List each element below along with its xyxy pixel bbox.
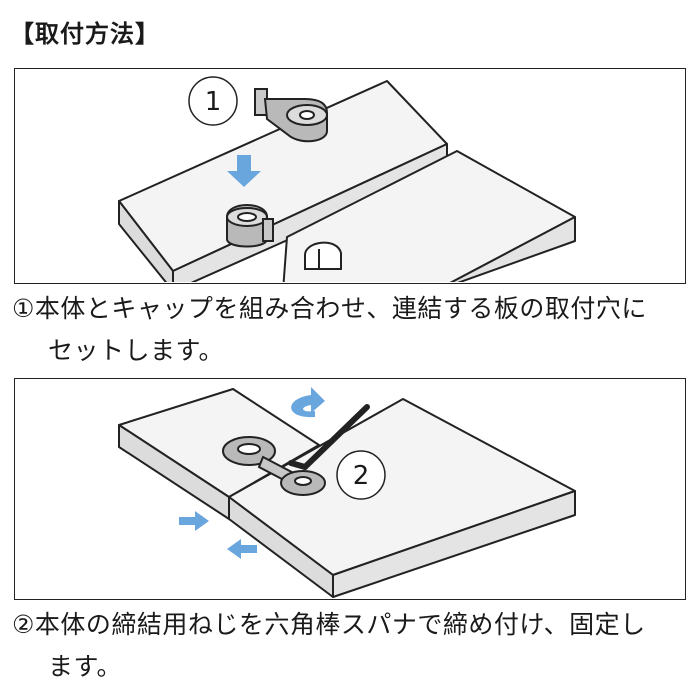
step2-caption: ②本体の締結用ねじを六角棒スパナで締め付け、固定し ます。 — [12, 604, 692, 688]
mounting-hole — [305, 243, 341, 269]
push-arrow-upper — [179, 511, 209, 531]
svg-text:2: 2 — [353, 461, 370, 491]
step1-diagram: 1 — [15, 69, 684, 282]
step1-caption-line2: セットします。 — [12, 330, 692, 372]
svg-text:1: 1 — [205, 87, 222, 117]
connector-cap — [255, 89, 327, 141]
step1-caption: ①本体とキャップを組み合わせ、連結する板の取付穴に セットします。 — [12, 288, 692, 372]
connector-body — [227, 205, 273, 247]
step1-number-badge: 1 — [189, 77, 237, 125]
step2-caption-line2: ます。 — [12, 646, 692, 688]
section-title: 【取付方法】 — [10, 14, 160, 49]
step2-caption-line1: ②本体の締結用ねじを六角棒スパナで締め付け、固定し — [12, 610, 646, 639]
step1-caption-line1: ①本体とキャップを組み合わせ、連結する板の取付穴に — [12, 294, 647, 323]
step2-illustration: 2 — [14, 378, 686, 600]
push-arrow-lower — [227, 539, 257, 559]
rotation-arrow — [291, 387, 325, 417]
step2-number-badge: 2 — [337, 451, 385, 499]
step2-diagram: 2 — [15, 379, 684, 598]
step1-illustration: 1 — [14, 68, 686, 284]
